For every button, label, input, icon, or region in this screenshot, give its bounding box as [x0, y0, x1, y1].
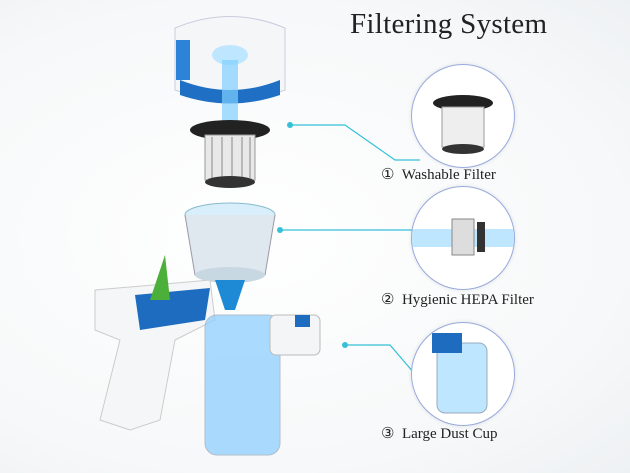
- feature-number: ②: [381, 292, 395, 308]
- hepa-filter: [184, 202, 276, 310]
- feature-number: ①: [381, 167, 395, 183]
- page-title: Filtering System: [350, 8, 548, 40]
- feature-dust-cup: ③ Large Dust Cup: [381, 424, 498, 443]
- washable-filter-closeup: [411, 64, 515, 168]
- feature-label: Hygienic HEPA Filter: [401, 292, 534, 308]
- motor-unit: [174, 16, 286, 104]
- connector-lines: [280, 124, 421, 381]
- feature-washable-filter: ① Washable Filter: [381, 165, 496, 184]
- washable-filter: [190, 120, 270, 188]
- feature-hepa-filter: ② Hygienic HEPA Filter: [381, 290, 534, 309]
- hepa-filter-closeup: [411, 186, 515, 290]
- feature-label: Large Dust Cup: [401, 426, 498, 442]
- feature-label: Washable Filter: [401, 167, 496, 183]
- vacuum-handle: [94, 255, 216, 431]
- dust-cup-closeup: [411, 322, 515, 426]
- feature-number: ③: [381, 426, 395, 442]
- dust-cup: [204, 314, 321, 456]
